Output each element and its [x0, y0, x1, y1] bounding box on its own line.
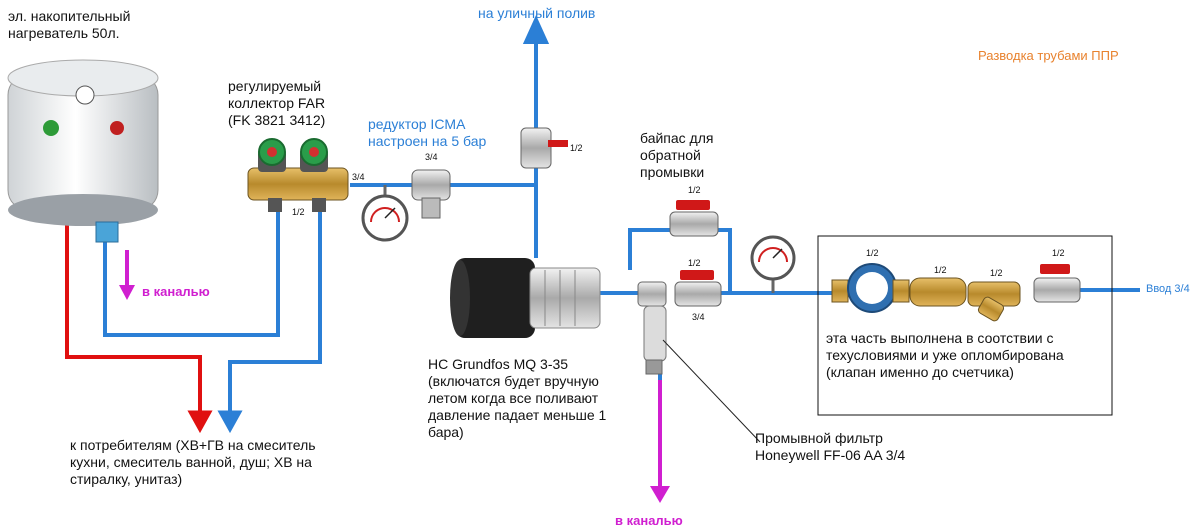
diagram-title: Разводка трубами ППР	[978, 48, 1119, 63]
size-input-valve: 1/2	[1052, 248, 1065, 258]
sealed-section-frame	[817, 235, 1113, 416]
power-indicator-icon	[43, 120, 59, 136]
water-meter	[831, 263, 910, 313]
collector-manifold	[247, 138, 349, 212]
filter-leader-line	[662, 339, 761, 443]
water-heater	[7, 59, 159, 243]
drain-bottom-arrow	[650, 486, 670, 503]
size-check-valve: 1/2	[934, 265, 947, 275]
hot-pipe	[65, 215, 202, 418]
heat-indicator-icon	[110, 121, 124, 135]
drain-pipes	[125, 250, 662, 493]
input-label: Ввод 3/4	[1146, 283, 1190, 295]
flush-filter	[637, 281, 667, 375]
size-collector-out: 3/4	[352, 172, 365, 182]
street-valve	[520, 127, 568, 169]
size-street-valve: 1/2	[570, 143, 583, 153]
bypass-valve	[669, 200, 719, 237]
drain-left-arrow	[119, 285, 135, 300]
thermometer-dial-icon	[75, 85, 95, 105]
pressure-reducer	[411, 169, 451, 219]
size-meter: 1/2	[866, 248, 879, 258]
size-reducer: 3/4	[425, 152, 438, 162]
pressure-gauge-reducer	[361, 185, 409, 242]
pump-label: HC Grundfos MQ 3-35(включатся будет вруч…	[428, 356, 607, 441]
size-collector-branch: 1/2	[292, 207, 305, 217]
main-valve	[674, 270, 722, 307]
drain-bottom-label: в каналью	[615, 513, 683, 528]
drain-left-label: в каналью	[142, 284, 210, 299]
size-strainer: 1/2	[990, 268, 1003, 278]
heater-outlet-tap	[95, 221, 119, 243]
consumer-cold-arrow	[217, 410, 243, 434]
size-main-valve-top: 1/2	[688, 258, 701, 268]
size-main-valve-bottom: 3/4	[692, 312, 705, 322]
collector-branch-right	[228, 210, 322, 418]
street-watering-label: на уличный полив	[478, 5, 596, 21]
input-valve	[1033, 264, 1081, 303]
check-valve	[909, 277, 967, 307]
pressure-gauge-main	[750, 235, 796, 293]
collector-branch-left	[103, 210, 280, 337]
grundfos-pump	[450, 258, 601, 338]
consumer-hot-arrow	[187, 410, 213, 434]
y-strainer	[967, 281, 1021, 322]
street-arrow	[522, 15, 550, 44]
size-bypass-valve: 1/2	[688, 185, 701, 195]
